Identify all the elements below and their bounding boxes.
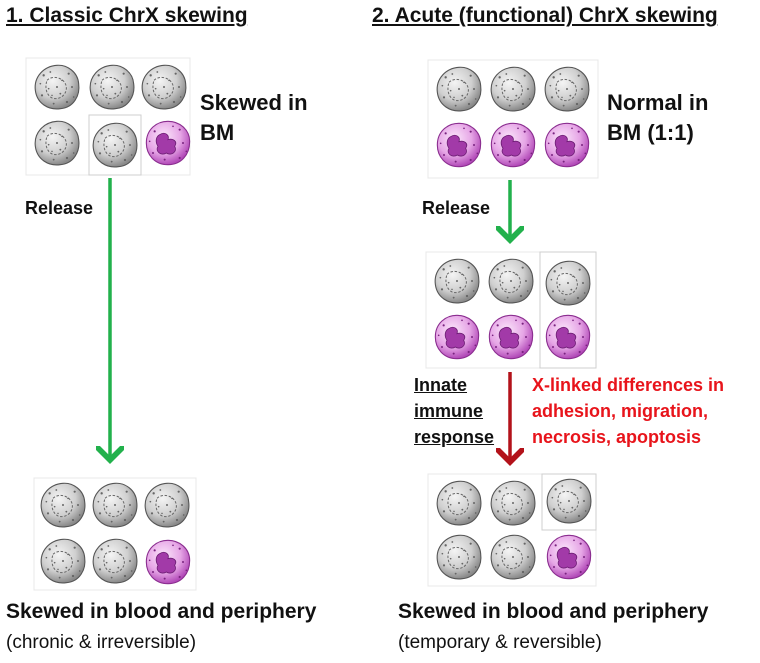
- grey-cell-icon: [92, 122, 138, 168]
- panel2-diff-line3: necrosis, apoptosis: [532, 427, 702, 447]
- grey-cell-icon: [488, 258, 534, 304]
- panel2-bm-label-line2: BM (1:1): [607, 120, 694, 145]
- grey-cell-icon: [436, 534, 482, 580]
- purple-neutrophil-icon: [545, 314, 591, 360]
- panel2-innate-line3: response: [414, 427, 495, 447]
- grey-cell-icon: [490, 534, 536, 580]
- panel2-release-label: Release: [422, 198, 491, 218]
- panel2-bottom-title: Skewed in blood and periphery: [398, 600, 709, 623]
- panel1-heading: 1. Classic ChrX skewing: [6, 4, 248, 27]
- purple-neutrophil-icon: [544, 122, 590, 168]
- panel2-innate-line1: Innate: [414, 375, 468, 395]
- panel2-bm-cell-cluster: [427, 59, 599, 179]
- panel1-bottom-subtitle: (chronic & irreversible): [6, 632, 197, 653]
- grey-cell-icon: [545, 260, 591, 306]
- grey-cell-icon: [40, 538, 86, 584]
- grey-cell-icon: [546, 478, 592, 524]
- panel2-bottom-subtitle: (temporary & reversible): [398, 632, 602, 653]
- panel1-bm-cell-cluster: [25, 57, 191, 176]
- panel1-bottom-title: Skewed in blood and periphery: [6, 600, 317, 623]
- grey-cell-icon: [34, 120, 80, 166]
- grey-cell-icon: [434, 258, 480, 304]
- panel2-heading: 2. Acute (functional) ChrX skewing: [372, 4, 718, 27]
- purple-neutrophil-icon: [145, 120, 191, 166]
- panel2-diff-line1: X-linked differences in: [532, 375, 725, 395]
- grey-cell-icon: [144, 482, 190, 528]
- grey-cell-icon: [436, 66, 482, 112]
- panel2-innate-line2: immune: [414, 401, 484, 421]
- grey-cell-icon: [89, 64, 135, 110]
- grey-cell-icon: [40, 482, 86, 528]
- grey-cell-icon: [141, 64, 187, 110]
- grey-cell-icon: [34, 64, 80, 110]
- panel1-blood-cell-cluster: [33, 477, 197, 591]
- panel1-bm-label-line1: Skewed in: [200, 90, 308, 115]
- grey-cell-icon: [436, 480, 482, 526]
- grey-cell-icon: [490, 480, 536, 526]
- panel2-blood-cell-cluster: [427, 473, 597, 587]
- purple-neutrophil-icon: [436, 122, 482, 168]
- panel2-bm-label: Normal in BM (1:1): [607, 88, 708, 148]
- purple-neutrophil-icon: [546, 534, 592, 580]
- panel2-diff-line2: adhesion, migration,: [532, 401, 709, 421]
- grey-cell-icon: [490, 66, 536, 112]
- panel1-bm-label: Skewed in BM: [200, 88, 308, 148]
- purple-neutrophil-icon: [145, 539, 191, 585]
- panel2-innate-immune-label: Innate immune response: [414, 372, 494, 450]
- panel2-bm-label-line1: Normal in: [607, 90, 709, 115]
- panel1-release-label: Release: [25, 198, 94, 218]
- panel2-released-cell-cluster: [425, 251, 597, 369]
- purple-neutrophil-icon: [488, 314, 534, 360]
- grey-cell-icon: [92, 482, 138, 528]
- panel2-xlinked-differences: X-linked differences in adhesion, migrat…: [532, 372, 724, 450]
- panel1-bm-label-line2: BM: [200, 120, 235, 145]
- purple-neutrophil-icon: [434, 314, 480, 360]
- purple-neutrophil-icon: [490, 122, 536, 168]
- grey-cell-icon: [92, 538, 138, 584]
- grey-cell-icon: [544, 66, 590, 112]
